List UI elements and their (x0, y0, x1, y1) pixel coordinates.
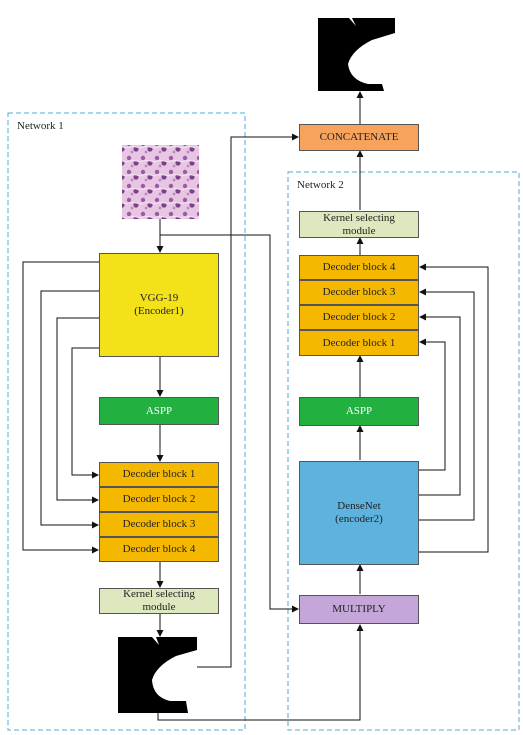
network2-aspp-box: ASPP (299, 397, 419, 426)
network2-decoder-block-1: Decoder block 1 (299, 330, 419, 356)
network1-label: Network 1 (17, 120, 64, 132)
network1-decoder-block-3: Decoder block 3 (99, 512, 219, 537)
network1-kernel-selecting-module: Kernel selecting module (99, 588, 219, 614)
network2-label: Network 2 (297, 179, 344, 191)
network1-decoder-block-2: Decoder block 2 (99, 487, 219, 512)
output-mask-image (318, 18, 395, 91)
multiply-box: MULTIPLY (299, 595, 419, 624)
network2-decoder-block-3: Decoder block 3 (299, 280, 419, 305)
densenet-encoder-box: DenseNet (encoder2) (299, 461, 419, 565)
network2-decoder-block-2: Decoder block 2 (299, 305, 419, 330)
network1-decoder-block-1: Decoder block 1 (99, 462, 219, 487)
concatenate-box: CONCATENATE (299, 124, 419, 151)
network1-decoder-block-4: Decoder block 4 (99, 537, 219, 562)
network2-kernel-selecting-module: Kernel selecting module (299, 211, 419, 238)
network2-decoder-block-4: Decoder block 4 (299, 255, 419, 280)
network1-mask-image (118, 637, 197, 713)
network2-frame (287, 171, 520, 731)
input-histology-image (122, 145, 199, 219)
network1-aspp-box: ASPP (99, 397, 219, 425)
network1-frame (7, 112, 246, 731)
vgg19-encoder-box: VGG-19 (Encoder1) (99, 253, 219, 357)
